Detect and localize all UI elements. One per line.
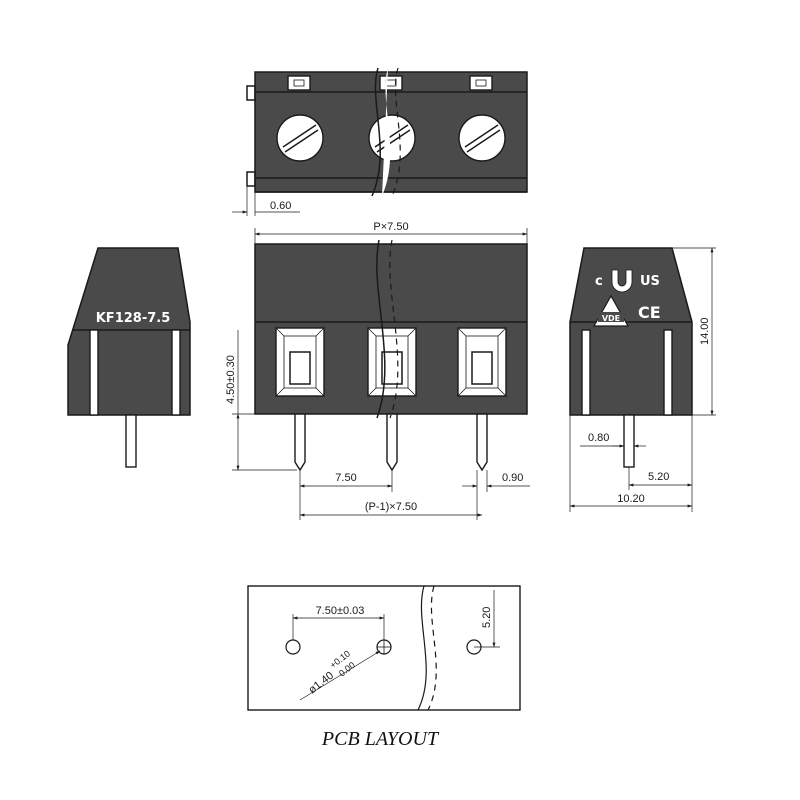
pin: [623, 414, 635, 468]
dim-pin-to-back: 5.20: [648, 471, 669, 483]
pcb-dim-row-offset: 5.20: [481, 607, 493, 628]
dim-pitch-total: (P-1)×7.50: [365, 501, 417, 513]
front-view: P×7.50 4.50±0.30 7.50 0.90 (P-1)×7.50: [225, 221, 530, 520]
pcb-hole: [285, 639, 301, 655]
dim-pin-width: 0.90: [502, 472, 523, 484]
screw-head: [368, 114, 416, 162]
side-tab: [246, 171, 256, 187]
screw-head: [458, 114, 506, 162]
clamp-slot: [171, 329, 181, 416]
dim-pin-length: 4.50±0.30: [225, 355, 237, 404]
dim-pitch: 7.50: [335, 472, 356, 484]
right-side-view: c US VDE CE 14.00 0.80 5.20 10.20: [569, 247, 716, 512]
wire-window: [287, 75, 311, 91]
screw-head: [276, 114, 324, 162]
clamp-slot: [581, 329, 591, 416]
cert-vde: VDE: [602, 314, 620, 323]
pcb-hole-diameter: ø1.40 +0.10 0.00: [306, 648, 356, 697]
model-label: KF128-7.5: [96, 311, 171, 326]
dim-pin-offset: 0.60: [270, 200, 291, 212]
pin: [125, 414, 137, 468]
pcb-layout-title: PCB LAYOUT: [321, 728, 440, 750]
wire-entry: [367, 327, 417, 397]
cert-ce: CE: [638, 303, 661, 322]
cert-us: US: [640, 274, 660, 289]
clamp-slot: [663, 329, 673, 416]
dim-depth: 10.20: [617, 493, 645, 505]
pcb-dim-hole-diameter: ø1.40: [306, 670, 336, 697]
ul-logo-icon: [611, 269, 633, 293]
cert-c: c: [595, 274, 603, 289]
side-tab: [246, 85, 256, 101]
pin: [476, 413, 488, 472]
clamp-slot: [89, 329, 99, 416]
wire-entry: [275, 327, 325, 397]
wire-window: [469, 75, 493, 91]
pcb-layout: 7.50±0.03 5.20 ø1.40 +0.10 0.00 PCB LAYO…: [247, 585, 521, 750]
left-side-view: KF128-7.5: [67, 247, 191, 468]
pcb-dim-pitch: 7.50±0.03: [316, 605, 365, 617]
dim-height: 14.00: [699, 317, 711, 345]
dim-pin-thickness: 0.80: [588, 432, 609, 444]
top-view: 0.60: [232, 67, 528, 216]
pin: [294, 413, 306, 472]
pcb-outline: [247, 585, 521, 711]
pin: [386, 413, 398, 472]
wire-entry: [457, 327, 507, 397]
wire-window: [379, 75, 403, 91]
dim-total-width: P×7.50: [373, 221, 408, 233]
